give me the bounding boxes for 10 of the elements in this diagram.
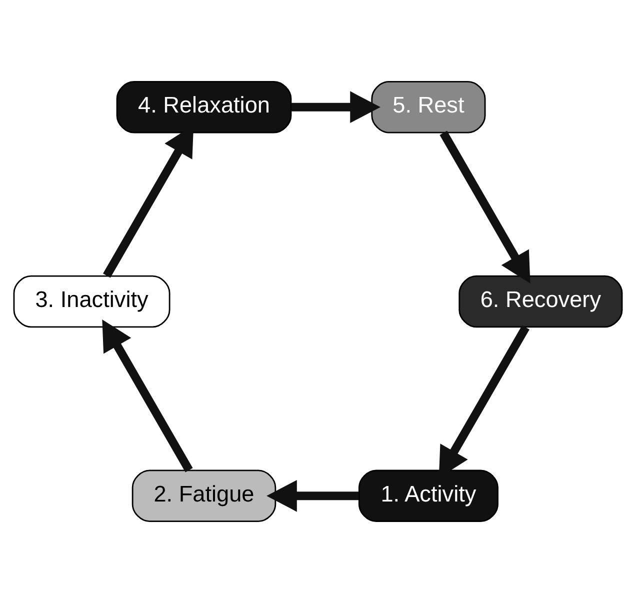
arrow xyxy=(440,130,530,283)
node-box: 4. Relaxation xyxy=(116,80,292,133)
node-box: 1. Activity xyxy=(358,469,498,522)
arrow xyxy=(266,479,359,512)
node-box: 5. Rest xyxy=(371,80,486,133)
node-box: 3. Inactivity xyxy=(13,274,170,328)
node-box: 6. Recovery xyxy=(458,274,623,328)
arrow xyxy=(291,90,380,123)
node-box: 2. Fatigue xyxy=(132,469,276,522)
arrow xyxy=(102,319,193,472)
